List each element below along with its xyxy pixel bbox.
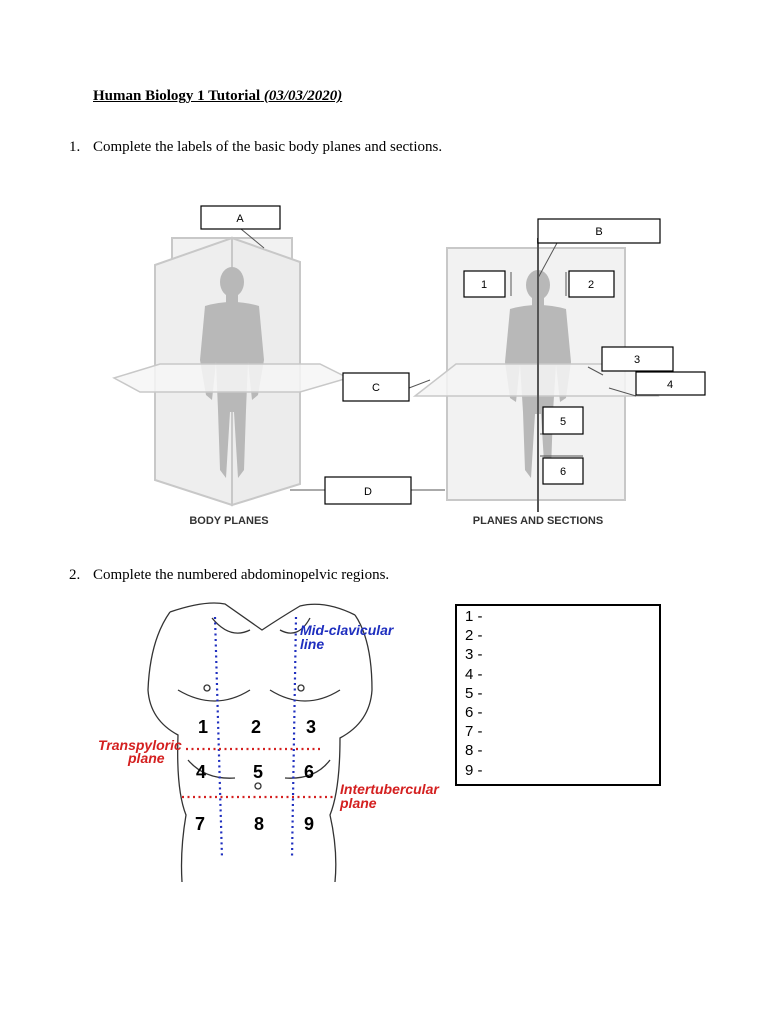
answer-line-2[interactable]: 2 -: [465, 627, 483, 645]
region-7: 7: [195, 814, 205, 834]
figure-captions: BODY PLANES PLANES AND SECTIONS: [189, 515, 603, 527]
question-2-text: Complete the numbered abdominopelvic reg…: [93, 567, 390, 583]
label-box-a[interactable]: [200, 205, 281, 230]
abdominopelvic-figure: Mid-clavicular line Transpyloric plane I…: [98, 602, 440, 883]
region-3: 3: [306, 717, 316, 737]
planes-sections-diagram: [412, 238, 660, 512]
label-boxes: [200, 205, 706, 505]
answer-line-3[interactable]: 3 -: [465, 646, 483, 664]
label-b: B: [595, 226, 602, 238]
midclavicular-line-right: [290, 616, 298, 859]
label-box-4[interactable]: [635, 371, 706, 396]
label-4: 4: [667, 379, 673, 391]
answer-line-9[interactable]: 9 -: [465, 761, 483, 779]
heading-date: (03/03/2020): [263, 88, 343, 104]
label-2: 2: [588, 279, 594, 291]
label-box-3[interactable]: [601, 346, 674, 372]
transpyloric-label-1: Transpyloric: [98, 737, 182, 753]
label-box-6[interactable]: [542, 457, 584, 485]
answer-list-box[interactable]: 1 - 2 - 3 - 4 - 5 - 6 - 7 - 8 - 9 -: [455, 604, 661, 786]
label-3: 3: [634, 354, 640, 366]
question-2-number: 2.: [69, 567, 81, 583]
answer-line-6[interactable]: 6 -: [465, 704, 483, 722]
midclavicular-label-2: line: [300, 636, 324, 652]
answer-line-1[interactable]: 1 -: [465, 608, 483, 625]
label-d: D: [364, 486, 372, 498]
midclavicular-line-left: [213, 616, 224, 859]
heading-title: Human Biology 1 Tutorial: [93, 88, 261, 104]
answer-line-8[interactable]: 8 -: [465, 742, 483, 760]
page-heading: Human Biology 1 Tutorial (03/03/2020): [93, 88, 342, 105]
label-box-5[interactable]: [542, 406, 584, 435]
region-numbers: 1 2 3 4 5 6 7 8 9: [195, 717, 316, 834]
answer-line-5[interactable]: 5 -: [465, 684, 483, 702]
answer-line-4[interactable]: 4 -: [465, 665, 483, 683]
region-1: 1: [198, 717, 208, 737]
body-planes-diagram: [112, 236, 351, 507]
label-box-d[interactable]: [324, 476, 412, 505]
label-box-c[interactable]: [342, 372, 410, 402]
label-1: 1: [481, 279, 487, 291]
label-a: A: [236, 213, 244, 225]
midclavicular-label-1: Mid-clavicular: [300, 622, 395, 638]
label-box-b[interactable]: [537, 218, 661, 244]
intertubercular-label-1: Intertubercular: [340, 781, 440, 797]
transpyloric-label-2: plane: [127, 750, 165, 766]
region-5: 5: [253, 762, 263, 782]
question-1-text: Complete the labels of the basic body pl…: [93, 139, 443, 155]
region-4: 4: [196, 762, 206, 782]
region-9: 9: [304, 814, 314, 834]
label-c: C: [372, 382, 380, 394]
label-box-2[interactable]: [568, 270, 615, 298]
intertubercular-label-2: plane: [339, 795, 377, 811]
label-box-texts: A B 1 2 3 4 C 5 6 D: [236, 213, 673, 498]
label-6: 6: [560, 466, 566, 478]
label-5: 5: [560, 416, 566, 428]
label-box-1[interactable]: [463, 270, 506, 298]
region-6: 6: [304, 762, 314, 782]
region-2: 2: [251, 717, 261, 737]
caption-planes-sections: PLANES AND SECTIONS: [473, 515, 603, 527]
question-1-number: 1.: [69, 139, 81, 155]
region-8: 8: [254, 814, 264, 834]
caption-body-planes: BODY PLANES: [189, 515, 268, 527]
torso-outline: [147, 602, 373, 883]
answer-line-7[interactable]: 7 -: [465, 723, 483, 741]
